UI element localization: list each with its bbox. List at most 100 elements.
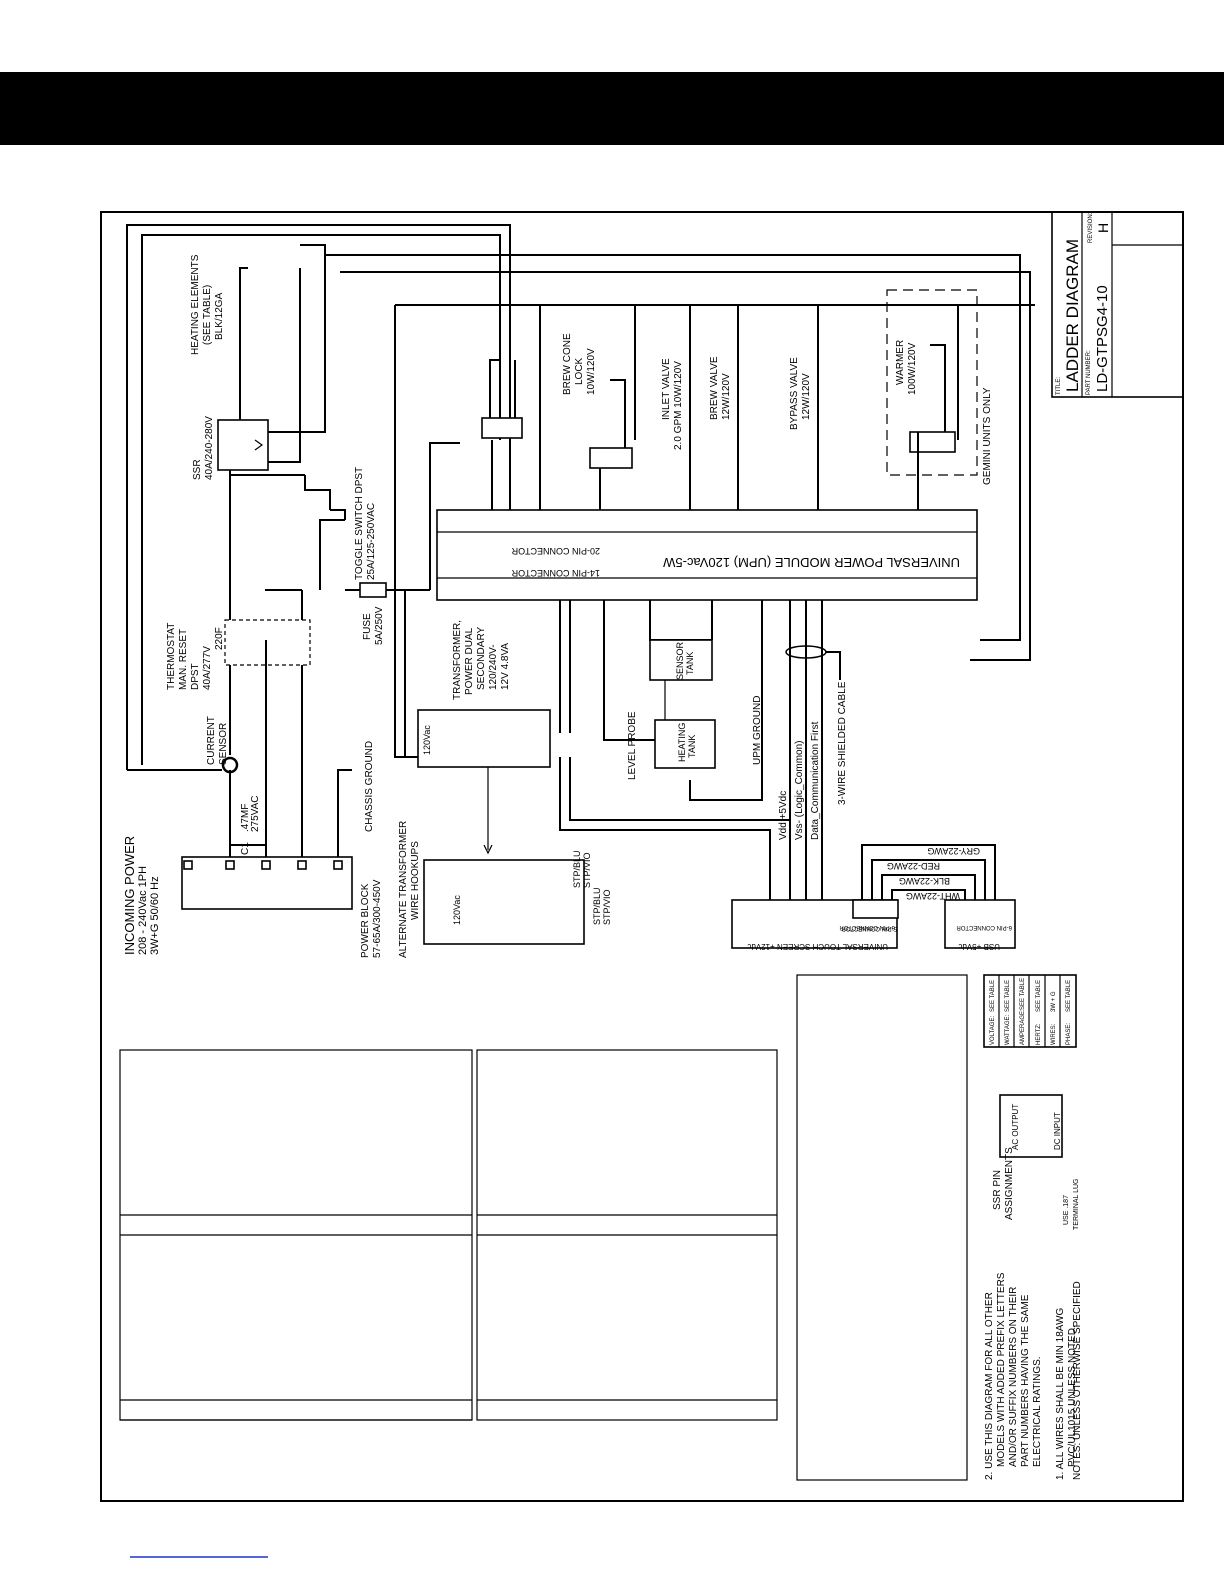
vss-label: Vss- (Logic_Common): [794, 741, 805, 840]
svg-text:CURRENT: CURRENT: [206, 716, 217, 765]
svg-text:ELECTRICAL RATINGS.: ELECTRICAL RATINGS.: [1032, 1356, 1043, 1467]
svg-text:PART NUMBERS HAVING THE SAME: PART NUMBERS HAVING THE SAME: [1020, 1294, 1031, 1467]
svg-text:SENSOR: SENSOR: [218, 723, 229, 765]
svg-text:Vdd +5Vdc: Vdd +5Vdc: [778, 791, 789, 840]
svg-text:120Vac: 120Vac: [422, 725, 432, 755]
svg-text:UNIVERSAL TOUCH SCREEN +12Vdc: UNIVERSAL TOUCH SCREEN +12Vdc: [747, 942, 888, 951]
svg-text:57-65A/300-450V: 57-65A/300-450V: [372, 879, 383, 958]
data-label: Data_Communication First: [810, 721, 821, 840]
svg-text:40A/240-280V: 40A/240-280V: [204, 416, 215, 480]
ssr-label: SSR: [192, 459, 203, 480]
model-table-3: [796, 974, 968, 1481]
vdd-label: Vdd +5Vdc: [778, 791, 789, 840]
five-pin-connector: 5-PIN CONNECTOR: [841, 899, 899, 931]
svg-text:BREW CONE: BREW CONE: [562, 333, 573, 395]
svg-text:MAN. RESET: MAN. RESET: [178, 629, 189, 690]
sensor-tank-label: SENSOR: [675, 641, 685, 680]
svg-text:PVC/UL1015 UNLESS NOTED.: PVC/UL1015 UNLESS NOTED.: [1067, 1325, 1078, 1467]
svg-text:1. ALL WIRES SHALL BE MIN 18AW: 1. ALL WIRES SHALL BE MIN 18AWG: [1055, 1307, 1066, 1480]
svg-text:BYPASS VALVE: BYPASS VALVE: [789, 357, 800, 430]
power-block: POWER BLOCK 57-65A/300-450V: [181, 856, 383, 958]
svg-text:GEMINI UNITS ONLY: GEMINI UNITS ONLY: [982, 387, 993, 485]
svg-text:INCOMING POWER: INCOMING POWER: [122, 836, 137, 955]
shielded-cable-label: 3-WIRE SHIELDED CABLE: [837, 681, 848, 805]
svg-text:BLK-22AWG: BLK-22AWG: [899, 876, 950, 886]
svg-text:C1: C1: [240, 842, 251, 855]
svg-text:220F: 220F: [214, 627, 225, 650]
svg-text:10W/120V: 10W/120V: [586, 348, 597, 395]
svg-text:Data_Communication First: Data_Communication First: [810, 721, 821, 840]
svg-text:ALTERNATE TRANSFORMER: ALTERNATE TRANSFORMER: [398, 821, 409, 958]
model-table-2: [476, 1049, 778, 1421]
svg-text:BREW VALVE: BREW VALVE: [709, 356, 720, 420]
svg-text:SECONDARY: SECONDARY: [476, 627, 487, 690]
svg-text:100W/120V: 100W/120V: [907, 342, 918, 395]
svg-text:USE .187: USE .187: [1063, 1195, 1070, 1225]
svg-text:NOTES: UNLESS OTHERWISE SPECIF: NOTES: UNLESS OTHERWISE SPECIFIED: [1072, 1281, 1083, 1480]
svg-text:SSR: SSR: [192, 459, 203, 480]
svg-text:TRANSFORMER,: TRANSFORMER,: [452, 620, 463, 700]
current-sensor-label: CURRENT: [206, 716, 217, 765]
svg-text:STP/BLU: STP/BLU: [572, 850, 582, 888]
heating-elements-label: HEATING ELEMENTS: [190, 254, 201, 355]
part-number: LD-GTPSG4-10: [1094, 285, 1111, 392]
warmer-label: WARMER: [895, 340, 906, 385]
usb-wire-labels: WHT-22AWG BLK-22AWG RED-22AWG GRY-22AWG: [887, 846, 980, 901]
svg-text:120Vac: 120Vac: [452, 895, 462, 925]
inlet-valve-label: INLET VALVE: [661, 358, 672, 420]
capacitor-label: C1: [240, 842, 251, 855]
svg-text:DPST: DPST: [190, 663, 201, 690]
svg-text:TANK: TANK: [687, 735, 697, 758]
svg-text:POWER BLOCK: POWER BLOCK: [360, 883, 371, 958]
svg-text:STP/VIO: STP/VIO: [582, 852, 592, 888]
ssr-pin-assignments: SSR PIN ASSIGNMENTS AC OUTPUT DC INPUT U…: [992, 1094, 1080, 1230]
upm-module: 20-PIN CONNECTOR UNIVERSAL POWER MODULE …: [436, 509, 978, 601]
bypass-valve-label: BYPASS VALVE: [789, 357, 800, 430]
svg-text:MODELS WITH ADDED PREFIX LETTE: MODELS WITH ADDED PREFIX LETTERS: [996, 1272, 1007, 1467]
svg-text:HEATING: HEATING: [677, 723, 687, 762]
svg-text:LOCK: LOCK: [574, 357, 585, 385]
svg-text:WHT-22AWG: WHT-22AWG: [906, 891, 960, 901]
svg-text:40A/277V: 40A/277V: [202, 646, 213, 690]
wiring: [126, 224, 1035, 906]
svg-text:POWER DUAL: POWER DUAL: [464, 627, 475, 695]
revision: H: [1095, 223, 1111, 233]
fuse-label: FUSE: [362, 613, 373, 640]
svg-text:2.0 GPM 10W/120V: 2.0 GPM 10W/120V: [673, 361, 684, 450]
svg-text:TANK: TANK: [685, 652, 695, 675]
svg-text:THERMOSTAT: THERMOSTAT: [166, 623, 177, 690]
svg-text:LEVEL PROBE: LEVEL PROBE: [627, 711, 638, 780]
svg-text:INLET VALVE: INLET VALVE: [661, 358, 672, 420]
svg-text:SEE TABLE: SEE TABLE: [1005, 980, 1011, 1012]
revision-label: REVISION:: [1088, 212, 1094, 243]
svg-text:SSR PIN: SSR PIN: [992, 1170, 1003, 1210]
gemini-label: GEMINI UNITS ONLY: [982, 387, 993, 485]
heating-tank-label: HEATING: [677, 723, 687, 762]
diagram-title: LADDER DIAGRAM: [1063, 239, 1082, 392]
part-number-label: PART NUMBER:: [1086, 350, 1092, 395]
svg-text:3W + G: 3W + G: [1051, 991, 1057, 1012]
svg-text:120/240V-: 120/240V-: [488, 644, 499, 690]
drawing-frame: [100, 211, 1184, 1502]
svg-text:DC INPUT: DC INPUT: [1053, 1112, 1062, 1150]
svg-text:HEATING ELEMENTS: HEATING ELEMENTS: [190, 254, 201, 355]
svg-text:AC OUTPUT: AC OUTPUT: [1011, 1104, 1020, 1150]
alternate-transformer: ALTERNATE TRANSFORMER WIRE HOOKUPS 120Va…: [398, 821, 612, 958]
svg-text:.47MF: .47MF: [240, 804, 251, 832]
ratings-table: VOLTAGE: SEE TABLE WATTAGE: SEE TABLE AM…: [983, 974, 1077, 1048]
header-band: [0, 72, 1224, 145]
svg-text:WIRES:: WIRES:: [1051, 1023, 1057, 1045]
svg-text:5A/250V: 5A/250V: [374, 606, 385, 645]
svg-text:20-PIN CONNECTOR: 20-PIN CONNECTOR: [511, 546, 600, 556]
svg-text:3-WIRE SHIELDED CABLE: 3-WIRE SHIELDED CABLE: [837, 681, 848, 805]
svg-text:USB +5Vdc: USB +5Vdc: [958, 942, 1000, 951]
svg-text:HERTZ:: HERTZ:: [1036, 1023, 1042, 1045]
svg-text:WATTAGE:: WATTAGE:: [1005, 1014, 1011, 1045]
svg-text:208 - 240Vac 1PH: 208 - 240Vac 1PH: [137, 866, 149, 955]
transformer: TRANSFORMER, POWER DUAL SECONDARY 120/24…: [417, 620, 551, 768]
svg-text:(SEE TABLE): (SEE TABLE): [202, 285, 213, 345]
svg-text:FUSE: FUSE: [362, 613, 373, 640]
svg-text:14-PIN CONNECTOR: 14-PIN CONNECTOR: [511, 568, 600, 578]
svg-text:WIRE HOOKUPS: WIRE HOOKUPS: [410, 841, 421, 920]
